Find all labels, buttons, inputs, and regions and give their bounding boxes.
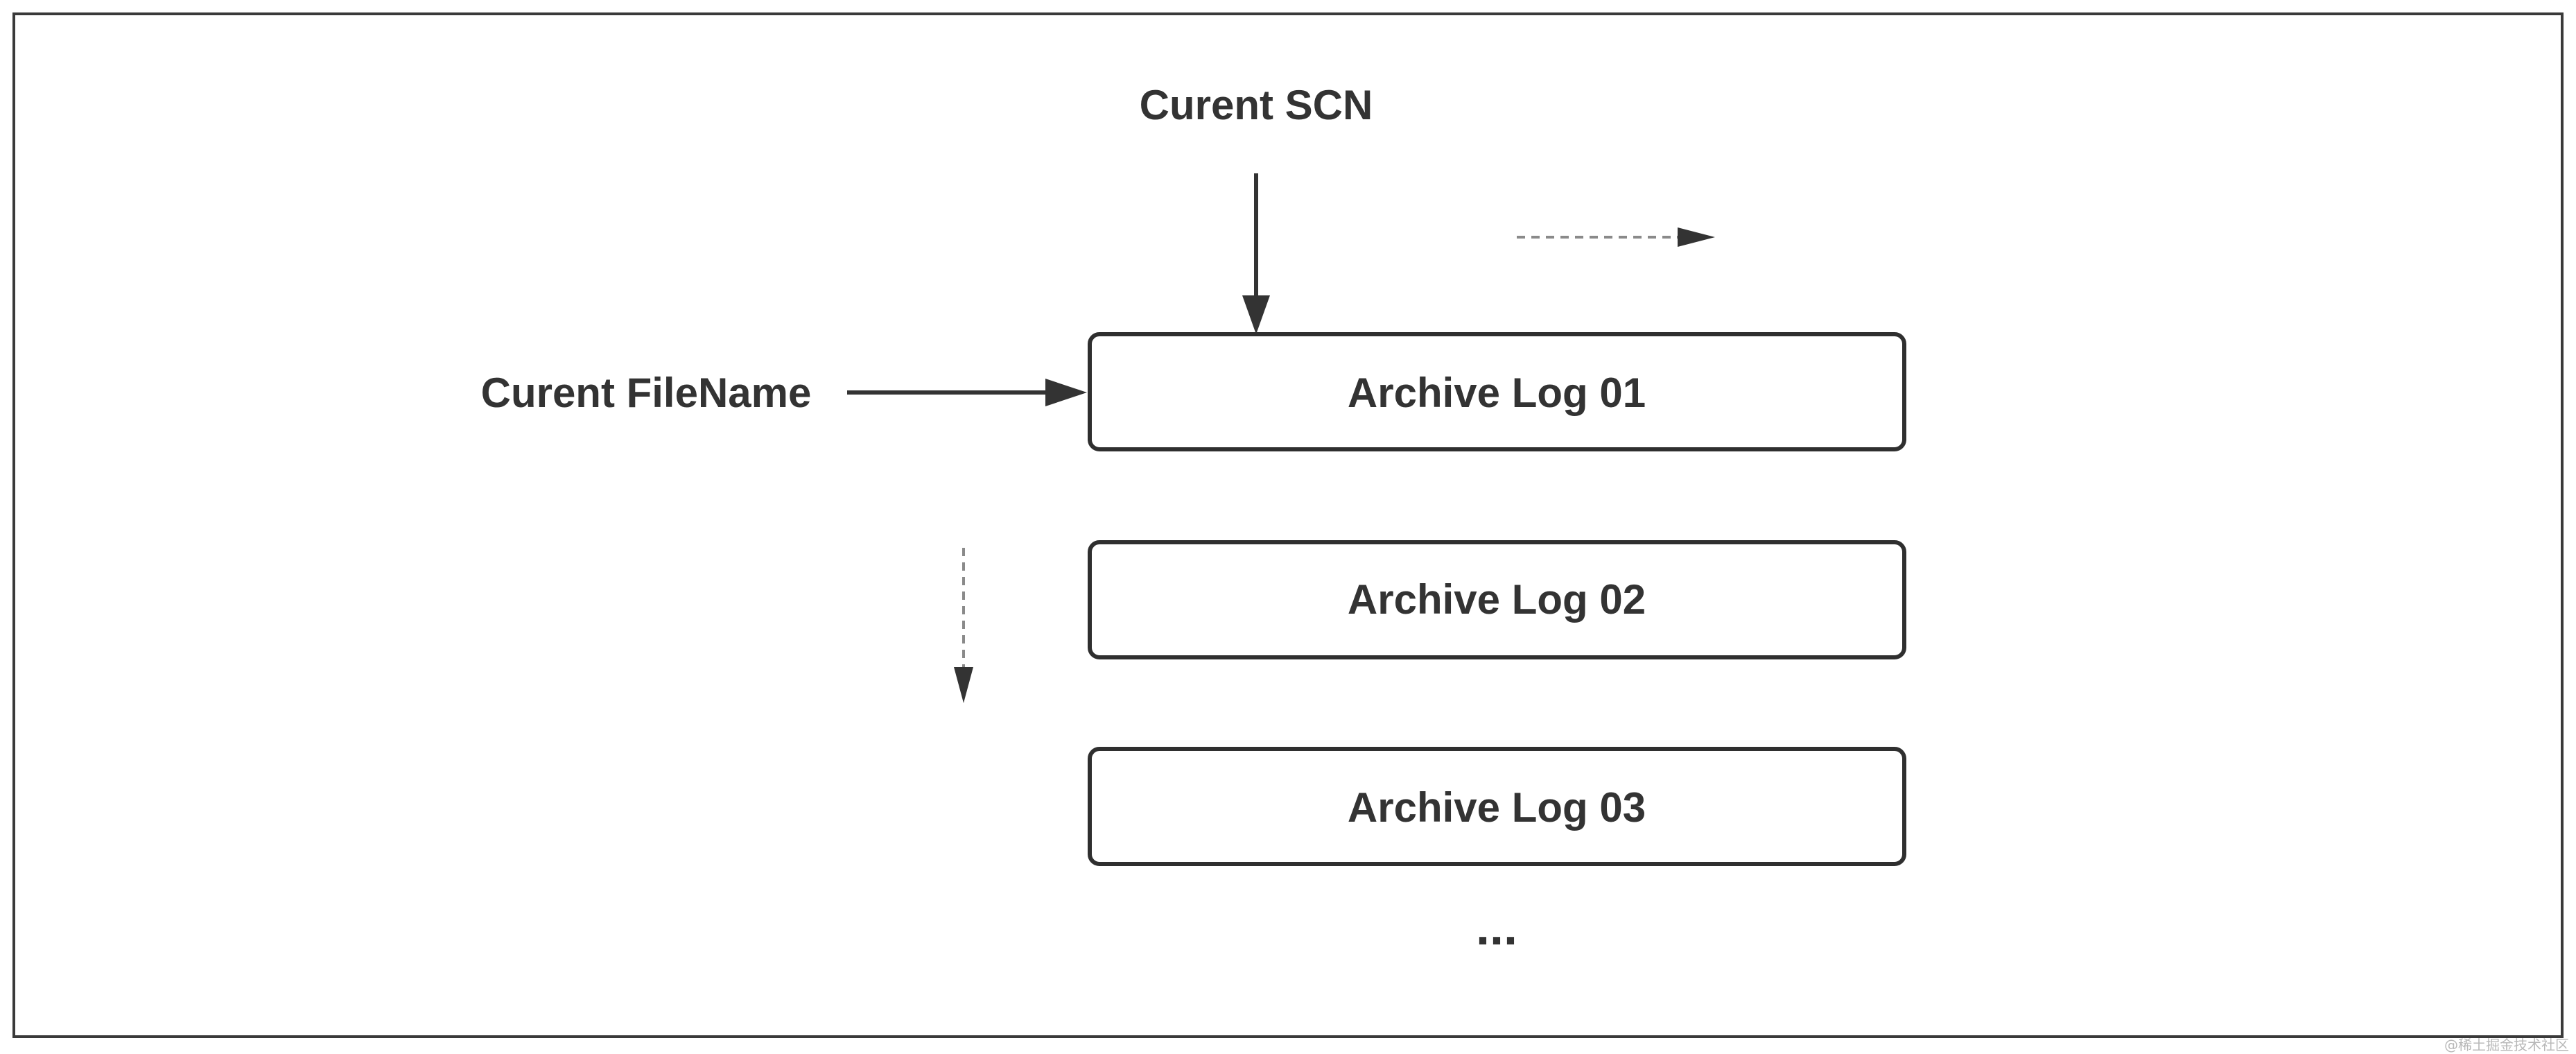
continuation-ellipsis: ...	[1476, 900, 1517, 956]
archive-log-label-01: Archive Log 01	[1348, 370, 1646, 416]
diagram-frame	[12, 12, 2564, 1038]
scn-advance-arrow-head	[1678, 227, 1715, 247]
archive-log-label-03: Archive Log 03	[1348, 784, 1646, 831]
archive-log-box-03-border	[1088, 747, 1906, 866]
archive-log-box-02: Archive Log 02	[1088, 540, 1906, 659]
watermark-text: @稀土掘金技术社区	[2444, 1037, 2569, 1053]
archive-log-label-02: Archive Log 02	[1348, 576, 1646, 623]
archive-log-box-02-border	[1088, 540, 1906, 659]
current-scn-label: Curent SCN	[1140, 82, 1373, 128]
current-filename-label: Curent FileName	[481, 370, 812, 416]
archive-log-box-01-border	[1088, 332, 1906, 451]
archive-log-box-03: Archive Log 03	[1088, 747, 1906, 866]
archive-log-box-01: Archive Log 01	[1088, 332, 1906, 451]
scn-pointer-arrow-head	[1242, 295, 1270, 334]
filename-pointer-arrow-head	[1045, 379, 1087, 406]
file-advance-arrow-head	[954, 667, 973, 703]
